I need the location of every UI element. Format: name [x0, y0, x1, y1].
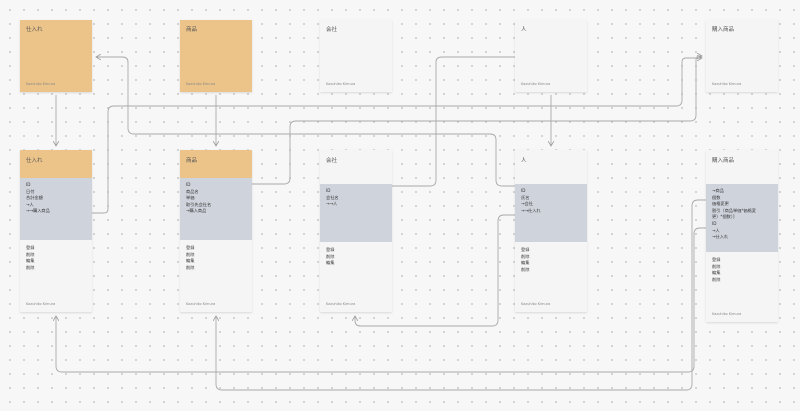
attribute-item: →仕入れ — [712, 234, 729, 240]
attribute-item: 更）*個数）] — [712, 214, 735, 220]
operation-item: 登録 — [712, 257, 721, 262]
card-operations: 登録 削除 編集 削除 — [706, 252, 778, 288]
note-author: Kazuhiko Kimura — [712, 82, 742, 86]
note-author: Kazuhiko Kimura — [521, 82, 551, 86]
operation-item: 登録 — [521, 247, 530, 252]
operation-item: 削除 — [26, 264, 35, 270]
attribute-item: ID — [26, 182, 31, 187]
card-operations: 登録 削除 編集 削除 — [180, 240, 252, 276]
note-title: 購入商品 — [712, 27, 735, 33]
card-shohin[interactable]: 商品 ID 商品名 単価 取引先会社名 →購入商品 登録 削除 編集 削除 Ka… — [180, 150, 252, 312]
attribute-item: 取引先会社名 — [186, 201, 212, 207]
attribute-item: 合計金額 — [26, 195, 43, 201]
card-header: 会社 — [320, 150, 392, 184]
note-author: Kazuhiko Kimura — [326, 82, 356, 86]
card-operations: 登録 削除 編集 — [320, 242, 392, 272]
attribute-item: 単価 — [186, 195, 195, 201]
attribute-item: →人 — [26, 201, 34, 207]
operation-item: 登録 — [186, 245, 195, 250]
attribute-item: 商品名 — [186, 188, 199, 194]
note-shiire[interactable]: 仕入れ Kazuhiko Kimura — [20, 20, 92, 92]
card-kaisha[interactable]: 会社 ID 会社名 →→人 登録 削除 編集 Kazuhiko Kimura — [320, 150, 392, 312]
card-operations: 登録 削除 編集 削除 — [515, 242, 587, 278]
note-author: Kazuhiko Kimura — [26, 82, 56, 86]
card-header: 仕入れ — [20, 150, 92, 178]
operation-item: 削除 — [186, 251, 195, 257]
attribute-item: ID — [186, 182, 191, 187]
attribute-item: 会社名 — [326, 194, 339, 200]
operation-item: 編集 — [326, 260, 335, 266]
note-shohin[interactable]: 商品 Kazuhiko Kimura — [180, 20, 252, 92]
attribute-item: →会社 — [521, 201, 533, 207]
card-attributes: →商品 個数 価格変更 割引（商品単価*価格変 更）*個数）] ID →人 →仕… — [706, 184, 778, 252]
operation-item: 削除 — [26, 251, 35, 257]
attribute-item: →人 — [712, 227, 720, 233]
attribute-item: 価格変更 — [712, 201, 729, 207]
note-title: 商品 — [186, 27, 198, 33]
attribute-item: →→人 — [326, 201, 338, 207]
note-author: Kazuhiko Kimura — [186, 82, 216, 86]
card-author: Kazuhiko Kimura — [521, 302, 551, 306]
card-title: 商品 — [186, 158, 198, 164]
card-attributes: ID 商品名 単価 取引先会社名 →購入商品 — [180, 178, 252, 240]
card-title: 購入商品 — [712, 158, 735, 164]
operation-item: 登録 — [326, 247, 335, 252]
operation-item: 編集 — [186, 258, 195, 264]
connector-konyu-to-shohin-card — [216, 199, 706, 391]
attribute-item: ID — [712, 220, 717, 226]
operation-item: 編集 — [521, 260, 530, 266]
attribute-item: →→仕入れ — [521, 207, 541, 213]
card-author: Kazuhiko Kimura — [326, 302, 356, 306]
operation-item: 削除 — [521, 266, 530, 272]
card-author: Kazuhiko Kimura — [712, 312, 742, 316]
card-shiire[interactable]: 仕入れ ID 日付 合計金額 →人 →→購入商品 登録 削除 編集 削除 Kaz… — [20, 150, 92, 312]
attribute-item: →商品 — [712, 188, 724, 193]
note-hito[interactable]: 人 Kazuhiko Kimura — [515, 20, 587, 92]
card-title: 人 — [521, 158, 527, 164]
attribute-item: 日付 — [26, 188, 35, 194]
connector-hito-to-shohin-note — [96, 57, 516, 187]
card-author: Kazuhiko Kimura — [26, 302, 56, 306]
note-title: 仕入れ — [26, 27, 43, 33]
card-title: 仕入れ — [26, 158, 43, 164]
operation-item: 削除 — [712, 276, 721, 282]
operation-item: 削除 — [326, 253, 335, 259]
note-konyu-shohin[interactable]: 購入商品 Kazuhiko Kimura — [706, 20, 778, 92]
note-kaisha[interactable]: 会社 Kazuhiko Kimura — [320, 20, 392, 92]
note-title: 人 — [521, 27, 527, 33]
operation-item: 編集 — [26, 258, 35, 264]
card-operations: 登録 削除 編集 削除 — [20, 240, 92, 276]
operation-item: 登録 — [26, 245, 35, 250]
operation-item: 削除 — [712, 263, 721, 269]
attribute-item: 割引（商品単価*価格変 — [712, 207, 756, 213]
card-konyu-shohin[interactable]: 購入商品 →商品 個数 価格変更 割引（商品単価*価格変 更）*個数）] ID … — [706, 150, 778, 322]
card-author: Kazuhiko Kimura — [186, 302, 216, 306]
card-attributes: ID 日付 合計金額 →人 →→購入商品 — [20, 178, 92, 240]
card-attributes: ID 会社名 →→人 — [320, 184, 392, 242]
card-header: 購入商品 — [706, 150, 778, 184]
card-header: 人 — [515, 150, 587, 184]
attribute-item: →購入商品 — [186, 208, 207, 214]
operation-item: 編集 — [712, 270, 721, 276]
attribute-item: →→購入商品 — [26, 208, 50, 214]
card-hito[interactable]: 人 ID 氏名 →会社 →→仕入れ 登録 削除 編集 削除 Kazuhiko K… — [515, 150, 587, 312]
card-title: 会社 — [326, 158, 338, 164]
operation-item: 削除 — [186, 264, 195, 270]
card-attributes: ID 氏名 →会社 →→仕入れ — [515, 184, 587, 242]
operation-item: 削除 — [521, 253, 530, 259]
attribute-item: 個数 — [712, 194, 721, 200]
attribute-item: ID — [326, 188, 331, 193]
card-header: 商品 — [180, 150, 252, 178]
attribute-item: 氏名 — [521, 194, 530, 200]
attribute-item: ID — [521, 188, 526, 193]
note-title: 会社 — [326, 27, 338, 33]
